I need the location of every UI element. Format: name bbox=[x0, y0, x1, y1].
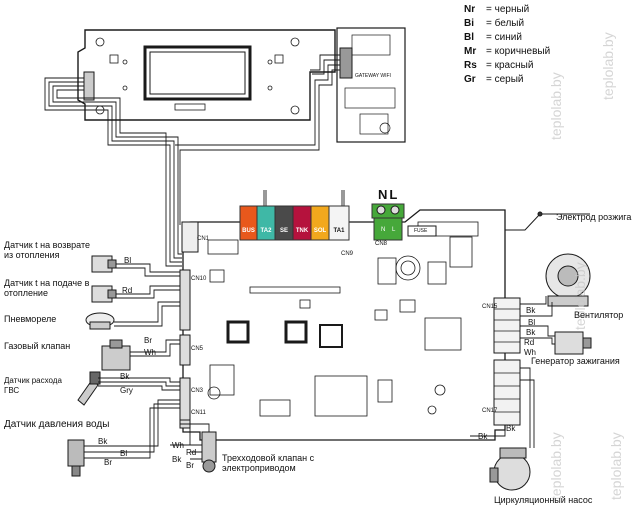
fan-body bbox=[545, 253, 591, 307]
legend-code: Mr bbox=[464, 46, 477, 57]
pump-label: Циркуляционный насос bbox=[494, 495, 593, 505]
wire-bk-pressure: Bk bbox=[98, 437, 108, 446]
watermark-5: teplolab.by bbox=[548, 432, 564, 500]
pressostat-label: Пневмореле bbox=[4, 314, 57, 324]
legend-code: Nr bbox=[464, 4, 476, 15]
wire-bk-flow: Bk bbox=[120, 372, 130, 381]
legend-text: = белый bbox=[486, 18, 525, 29]
legend-text: = синий bbox=[486, 32, 522, 43]
wire-rd-supply: Rd bbox=[122, 286, 133, 295]
l-terminal: L bbox=[392, 227, 396, 233]
legend-code: Gr bbox=[464, 74, 476, 85]
fuse-label: FUSE bbox=[414, 228, 428, 234]
pressostat-body bbox=[85, 312, 115, 330]
se-connector: SE bbox=[279, 228, 288, 234]
three-way-valve-body bbox=[201, 431, 217, 473]
wire-bk-pump: Bk bbox=[506, 424, 516, 433]
display-screen bbox=[143, 45, 252, 101]
pump-body bbox=[489, 447, 531, 491]
wire-wh-generator: Wh bbox=[524, 348, 536, 357]
wire-bk-fan-1: Bk bbox=[526, 306, 536, 315]
wire-bk-fan-2: Bk bbox=[526, 328, 536, 337]
wire-bk-3way: Bk bbox=[172, 455, 182, 464]
watermark-4: teplolab.by bbox=[608, 432, 624, 500]
cn8-label: CN8 bbox=[375, 241, 388, 247]
ta2-connector: TA2 bbox=[260, 228, 272, 234]
wire-gry-flow: Gry bbox=[120, 386, 133, 395]
n-terminal: N bbox=[381, 227, 386, 233]
bus-connector: BUS bbox=[242, 228, 255, 234]
cn5-label: CN5 bbox=[191, 346, 204, 352]
cn9-label: CN9 bbox=[341, 251, 354, 257]
wire-bl-fan: Bl bbox=[528, 318, 536, 327]
flow-sensor-body bbox=[77, 371, 101, 406]
legend-row: Nr = черный bbox=[464, 3, 550, 17]
wire-rd-generator: Rd bbox=[524, 338, 535, 347]
flow-sensor-label: Датчик расхода ГВС bbox=[4, 376, 62, 395]
legend-row: Bl = синий bbox=[464, 31, 550, 45]
wire-bl-return: Bl bbox=[124, 256, 132, 265]
tnk-connector: TNK bbox=[295, 228, 309, 234]
gas-valve-label: Газовый клапан bbox=[4, 341, 71, 351]
cn3-label: CN3 bbox=[191, 388, 204, 394]
main-board bbox=[182, 209, 506, 441]
legend-text: = красный bbox=[486, 60, 534, 71]
watermark-2: teplolab.by bbox=[600, 32, 616, 100]
ignition-generator-body bbox=[554, 331, 592, 355]
wifi-label: GATEWAY WIFI bbox=[355, 73, 391, 79]
sol-connector: SOL bbox=[313, 228, 327, 234]
ta1-connector: TA1 bbox=[333, 228, 345, 234]
legend-code: Bl bbox=[464, 32, 474, 43]
display-board bbox=[77, 29, 336, 121]
wire-bk-bottom: Bk bbox=[478, 432, 488, 441]
color-legend: Nr = черный Bi = белый Bl = синий Mr = корич… bbox=[464, 3, 550, 87]
legend-text: = коричневый bbox=[486, 46, 551, 57]
ignition-generator-label: Генератор зажигания bbox=[531, 356, 620, 366]
supply-sensor-body bbox=[91, 285, 117, 303]
gas-valve-body bbox=[101, 339, 131, 371]
nl-terminal-label: NL bbox=[378, 187, 400, 202]
cn17-label: CN17 bbox=[482, 408, 498, 414]
cn11-label: CN11 bbox=[191, 410, 206, 416]
legend-row: Gr = серый bbox=[464, 73, 550, 87]
wire-rd-3way: Rd bbox=[186, 448, 197, 457]
legend-code: Rs bbox=[464, 60, 477, 71]
return-sensor-label: Датчик t на возврате из отопления bbox=[4, 240, 90, 260]
wire-br-pressure: Br bbox=[104, 458, 112, 467]
wire-wh-gasvalve: Wh bbox=[144, 348, 156, 357]
legend-row: Mr = коричневый bbox=[464, 45, 550, 59]
return-sensor-body bbox=[91, 255, 117, 273]
pressure-sensor-body bbox=[67, 439, 85, 477]
display-connector bbox=[83, 71, 95, 101]
ignition-electrode-label: Электрод розжига bbox=[556, 212, 632, 222]
cn10-label: CN10 bbox=[191, 276, 207, 282]
wire-br-3way: Br bbox=[186, 461, 194, 470]
legend-row: Rs = красный bbox=[464, 59, 550, 73]
wire-wh-3way: Wh bbox=[172, 441, 184, 450]
legend-text: = черный bbox=[486, 4, 530, 15]
wire-br-pressostat: Br bbox=[144, 336, 152, 345]
three-way-valve-label: Трехходовой клапан с электроприводом bbox=[222, 453, 315, 473]
wifi-board bbox=[336, 27, 406, 143]
watermark-1: teplolab.by bbox=[548, 72, 564, 140]
legend-row: Bi = белый bbox=[464, 17, 550, 31]
cn1-label: CN1 bbox=[197, 236, 210, 242]
legend-text: = серый bbox=[486, 74, 524, 85]
fan-label: Вентилятор bbox=[574, 310, 624, 320]
supply-sensor-label: Датчик t на подаче в отопление bbox=[4, 278, 90, 298]
wire-bl-pressure: Bl bbox=[120, 449, 128, 458]
legend-code: Bi bbox=[464, 18, 474, 29]
cn15-label: CN15 bbox=[482, 304, 498, 310]
pressure-sensor-label: Датчик давления воды bbox=[4, 419, 110, 430]
